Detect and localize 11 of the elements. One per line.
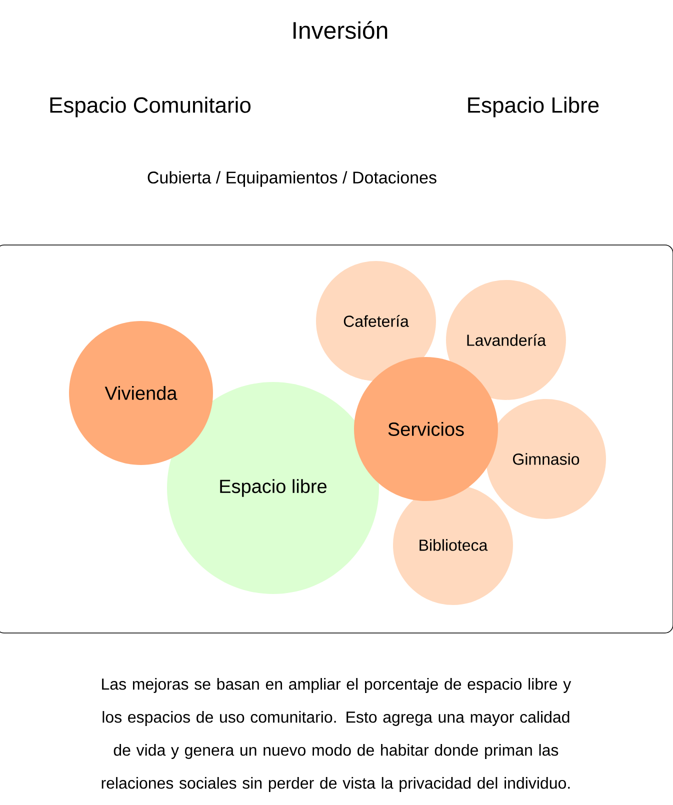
title: Inversión xyxy=(294,21,388,39)
circle-node: Servicios xyxy=(354,357,498,501)
heading-label: Espacio Comunitario xyxy=(50,96,250,118)
heading-label: Espacio Libre xyxy=(468,96,599,118)
circle-node: Gimnasio xyxy=(486,399,606,519)
caption: Las mejoras se basan en ampliar el porcentaje de espacio libre y los espacios de uso comunitario. Esto agrega una mayor calidad de vida y genera un nuevo modo de habitar donde priman las relaciones sociales sin perder de vista la privacidad del individuo. xyxy=(102,678,572,792)
circle-node: Cafetería xyxy=(316,261,436,381)
heading-label: Cubierta / Equipamientos / Dotaciones xyxy=(148,171,436,187)
circle-node: Biblioteca xyxy=(393,485,513,605)
circle-node: Vivienda xyxy=(69,321,213,465)
circle-node: Lavandería xyxy=(446,280,566,400)
